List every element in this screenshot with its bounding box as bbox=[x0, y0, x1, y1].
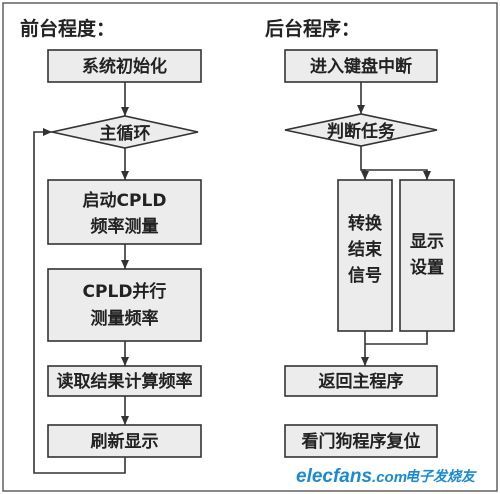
watermark-brand: elecfans.com bbox=[296, 466, 407, 487]
left-section-title: 前台程度： bbox=[20, 17, 115, 40]
node-convert-end-signal bbox=[337, 179, 393, 332]
node-display-settings bbox=[399, 179, 455, 332]
node-watchdog-reset-label: 看门狗程序复位 bbox=[301, 431, 421, 452]
node-refresh bbox=[47, 424, 202, 458]
node-judge-task bbox=[284, 113, 438, 147]
node-display-line2: 设置 bbox=[410, 258, 444, 278]
node-watchdog-reset bbox=[284, 424, 438, 458]
node-init-label: 系统初始化 bbox=[82, 56, 167, 77]
node-return-main-label: 返回主程序 bbox=[319, 371, 404, 392]
node-init bbox=[47, 49, 202, 83]
node-display-line1: 显示 bbox=[410, 232, 444, 252]
node-return-main bbox=[284, 365, 438, 397]
node-start-cpld bbox=[47, 179, 202, 245]
arrow-judge-to-convert bbox=[360, 146, 369, 180]
watermark-domain: .com bbox=[372, 469, 407, 486]
node-read-calc bbox=[47, 365, 202, 397]
node-refresh-label: 刷新显示 bbox=[91, 431, 159, 452]
node-cpld-parallel bbox=[47, 268, 202, 342]
line-display-merge bbox=[365, 331, 428, 345]
node-start-cpld-line2: 频率测量 bbox=[91, 216, 159, 237]
watermark-cn-text: 电子发烧友 bbox=[405, 468, 477, 485]
node-cpld-parallel-line1: CPLD并行 bbox=[83, 281, 167, 302]
watermark-background bbox=[262, 460, 496, 488]
node-judge-task-label: 判断任务 bbox=[327, 121, 396, 142]
node-main-loop-label: 主循环 bbox=[100, 123, 151, 144]
node-start-cpld-line1: 启动CPLD bbox=[83, 190, 167, 211]
node-cpld-parallel-line2: 测量频率 bbox=[91, 308, 159, 329]
watermark-brand-name: elecfans bbox=[296, 466, 372, 487]
node-convert-line1: 转换 bbox=[348, 213, 383, 234]
right-section-title: 后台程序： bbox=[265, 17, 360, 40]
node-enter-isr bbox=[284, 49, 438, 83]
node-enter-isr-label: 进入键盘中断 bbox=[310, 56, 412, 77]
arrow-judge-to-display bbox=[361, 169, 431, 180]
node-convert-line3: 信号 bbox=[348, 265, 382, 286]
node-convert-line2: 结束 bbox=[348, 239, 382, 260]
loop-back-arrow bbox=[33, 128, 126, 474]
elecfans-watermark: elecfans.com 电子发烧友 bbox=[262, 460, 496, 488]
node-main-loop bbox=[51, 115, 199, 149]
node-read-calc-label: 读取结果计算频率 bbox=[57, 371, 193, 392]
